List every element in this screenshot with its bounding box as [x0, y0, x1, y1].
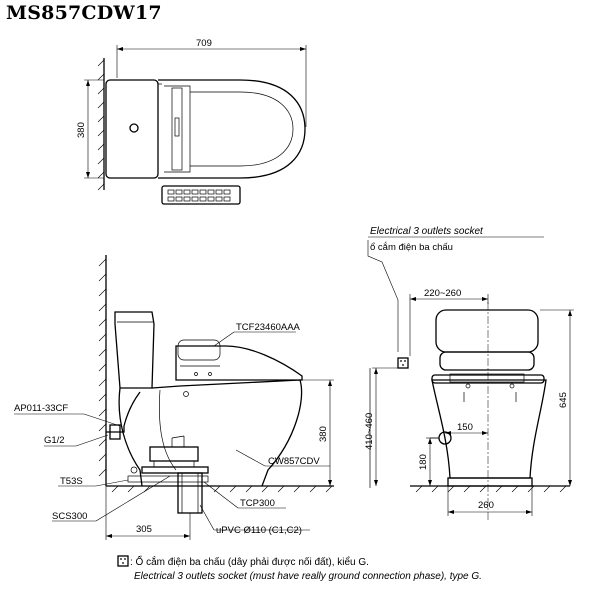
dim-180: 180	[418, 454, 429, 470]
footnote-en: Electrical 3 outlets socket (must have r…	[134, 571, 482, 582]
dim-305: 305	[136, 524, 152, 535]
drawing-title: MS857CDW17	[6, 2, 162, 24]
dim-709: 709	[196, 38, 212, 49]
dim-410-460: 410~460	[364, 413, 375, 450]
dim-380-side: 380	[318, 426, 329, 442]
dim-645: 645	[558, 392, 569, 408]
footnote-vi: : Ổ cắm điện ba chấu (dây phải được nối …	[130, 557, 369, 568]
wall-hatch-side	[98, 258, 107, 477]
label-seat: TCF23460AAA	[236, 322, 301, 333]
front-view: Electrical 3 outlets socket ổ cắm điện b…	[364, 226, 574, 520]
footnote-socket-icon	[117, 555, 129, 567]
side-view: 380 305 TCF23460AAA CW857CDV AP011-33CF …	[14, 255, 334, 540]
label-pipe: uPVC Ø110 (C1,C2)	[216, 525, 302, 536]
label-socket-vi: ổ cắm điện ba chấu	[370, 242, 453, 253]
dim-260: 260	[478, 500, 494, 511]
socket-icon	[397, 357, 409, 369]
wall-hatch-top	[97, 59, 105, 191]
label-gasket: SCS300	[52, 511, 87, 522]
floor-hatch-front	[415, 485, 567, 493]
label-adapter: TCP300	[240, 498, 275, 509]
dim-380-top: 380	[76, 122, 87, 138]
top-view: 709 380	[76, 38, 307, 205]
dim-150: 150	[457, 422, 473, 433]
label-socket-en: Electrical 3 outlets socket	[370, 226, 484, 237]
label-flange: T53S	[60, 476, 83, 487]
label-thread: G1/2	[44, 435, 65, 446]
label-bowl: CW857CDV	[268, 456, 320, 467]
remote-control	[161, 185, 241, 205]
label-stop-valve: AP011-33CF	[14, 403, 68, 414]
floor-hatch-side	[111, 485, 333, 493]
dim-220-260: 220~260	[424, 288, 461, 299]
